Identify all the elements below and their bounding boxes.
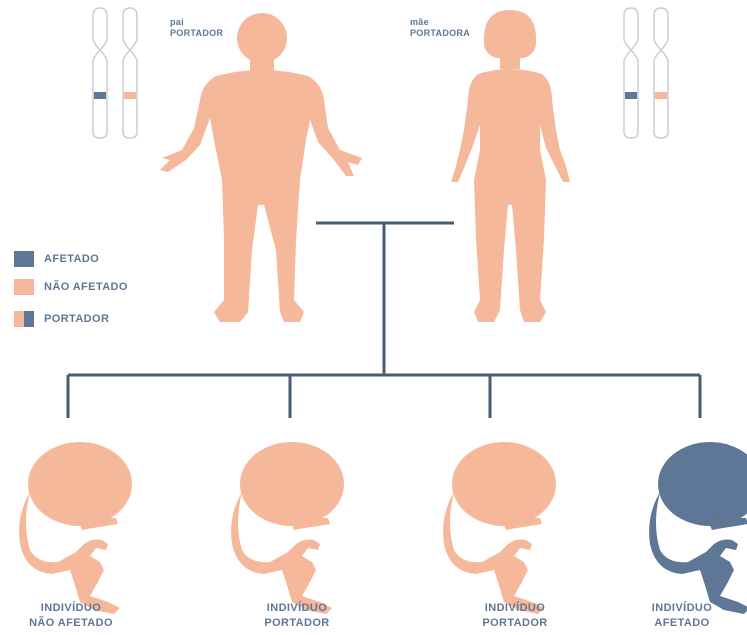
pedigree-lines — [68, 223, 700, 418]
father-status: PORTADOR — [170, 28, 223, 38]
legend-unaffected: NÃO AFETADO — [14, 279, 128, 295]
child-4-line2: AFETADO — [617, 616, 747, 631]
father-relation: pai — [170, 17, 223, 28]
father-normal-allele — [124, 92, 136, 99]
child-label-3: INDIVÍDUO PORTADOR — [450, 601, 580, 631]
child-label-4: INDIVÍDUO AFETADO — [617, 601, 747, 631]
father-label: pai PORTADOR — [170, 17, 223, 39]
child-2-line2: PORTADOR — [232, 616, 362, 631]
mother-status: PORTADORA — [410, 28, 470, 38]
legend-carrier-label: PORTADOR — [44, 313, 109, 325]
affected-swatch — [14, 251, 34, 267]
child-4-line1: INDIVÍDUO — [617, 601, 747, 616]
father-figure — [140, 13, 380, 340]
child-3-line1: INDIVÍDUO — [450, 601, 580, 616]
carrier-swatch — [14, 311, 34, 327]
child-1-line1: INDIVÍDUO — [6, 601, 136, 616]
father-affected-allele — [94, 92, 106, 99]
child-label-1: INDIVÍDUO NÃO AFETADO — [6, 601, 136, 631]
legend-affected: AFETADO — [14, 251, 99, 267]
child-label-2: INDIVÍDUO PORTADOR — [232, 601, 362, 631]
mother-chromosome-pair — [624, 8, 668, 138]
mother-relation: mãe — [410, 17, 470, 28]
child-figure-1 — [19, 442, 132, 614]
father-chromosome-pair — [93, 8, 137, 138]
legend-unaffected-label: NÃO AFETADO — [44, 281, 128, 293]
child-figure-4 — [649, 442, 747, 614]
unaffected-swatch — [14, 279, 34, 295]
mother-affected-allele — [625, 92, 637, 99]
child-2-line1: INDIVÍDUO — [232, 601, 362, 616]
legend-affected-label: AFETADO — [44, 253, 99, 265]
legend-carrier: PORTADOR — [14, 311, 109, 327]
mother-figure — [420, 10, 600, 340]
child-1-line2: NÃO AFETADO — [6, 616, 136, 631]
mother-normal-allele — [655, 92, 667, 99]
child-3-line2: PORTADOR — [450, 616, 580, 631]
mother-label: mãe PORTADORA — [410, 17, 470, 39]
